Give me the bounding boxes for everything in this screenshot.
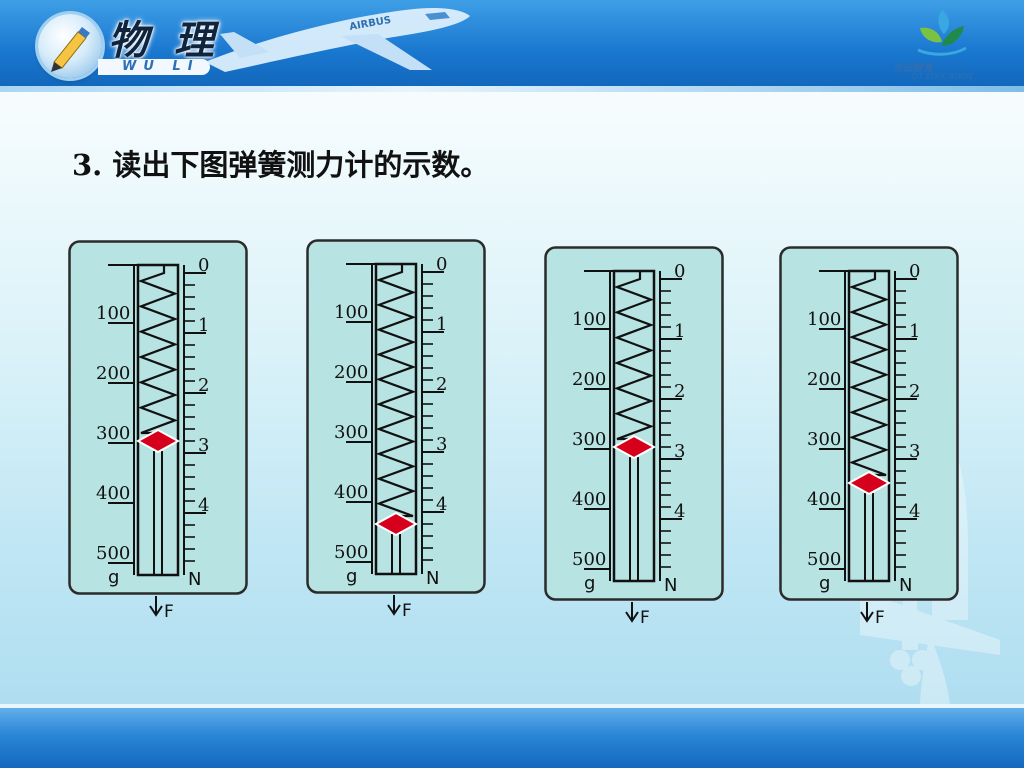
subject-pinyin: WU LI [122,59,200,74]
gram-unit-label: g [346,566,357,587]
gram-tick-label: 200 [334,362,368,383]
spring-tube [136,263,180,577]
pointer-marker [846,470,892,496]
spring-tube [374,262,418,576]
newton-tick-label: 1 [198,315,209,336]
gram-unit-label: g [584,573,595,594]
force-label: F [402,601,412,621]
newton-tick-label: 0 [436,254,447,275]
gram-tick-label: 200 [807,369,841,390]
brand-logo-icon [917,10,967,56]
gram-tick-label: 500 [96,543,130,564]
force-label: F [640,608,650,628]
gram-tick-label: 400 [334,482,368,503]
newton-tick-label: 3 [436,434,447,455]
spring-scale-2: 0 1 2 3 4 100 200 300 400 500 g NF [306,239,486,621]
airplane-icon: AIRBUS [205,8,470,72]
newton-tick-label: 4 [674,501,685,522]
newton-tick-label: 2 [909,381,920,402]
force-label: F [164,602,174,622]
scale-body [544,246,724,601]
force-arrow-head [860,611,874,623]
newton-tick-label: 4 [436,494,447,515]
gram-tick-label: 300 [807,429,841,450]
question-body: 读出下图弹簧测力计的示数。 [112,148,490,182]
newton-tick-label: 3 [674,441,685,462]
gram-tick-label: 100 [96,303,130,324]
newton-tick-label: 2 [198,375,209,396]
force-arrow-head [149,605,163,617]
scale-body [68,240,248,595]
spring-coil [137,265,179,435]
subject-title: 物 理 [108,17,220,64]
gram-tick-label: 300 [334,422,368,443]
newton-tick-label: 4 [909,501,920,522]
gram-tick-label: 500 [572,549,606,570]
scale-body [306,239,486,594]
pointer-marker [611,434,657,460]
gram-tick-label: 200 [96,363,130,384]
newton-tick-label: 1 [674,321,685,342]
spring-coil [375,264,417,518]
subject-pinyin-bar [98,59,210,75]
gram-tick-label: 200 [572,369,606,390]
newton-tick-label: 1 [909,321,920,342]
newton-tick-label: 0 [674,261,685,282]
header-stripe [0,86,1024,92]
gram-tick-label: 300 [572,429,606,450]
brand-name-en: DT EDUCATION [912,72,973,81]
spring-coil [613,271,655,441]
spring-tube [847,269,891,583]
newton-tick-label: 0 [909,261,920,282]
header-banner: AIRBUS 物 理 WU LI 东田教育 DT EDUCATION [0,0,1024,92]
newton-unit-label: N [426,568,439,589]
gram-unit-label: g [108,567,119,588]
gram-tick-label: 400 [807,489,841,510]
newton-tick-label: 3 [909,441,920,462]
spring-scale-4: 0 1 2 3 4 100 200 300 400 500 g NF [779,246,959,628]
pointer-marker [373,511,419,537]
spring-scale-3: 0 1 2 3 4 100 200 300 400 500 g NF [544,246,724,628]
question-number: 3. [72,148,103,182]
gram-tick-label: 400 [96,483,130,504]
spring-tube [612,269,656,583]
gram-tick-label: 500 [334,542,368,563]
spring-scale-1: 0 1 2 3 4 100 200 300 400 500 g NF [68,240,248,622]
newton-tick-label: 2 [674,381,685,402]
pointer-marker [135,428,181,454]
footer-bar [0,708,1024,768]
gram-tick-label: 500 [807,549,841,570]
force-arrow-head [625,611,639,623]
newton-tick-label: 1 [436,314,447,335]
footer-divider [0,704,1024,708]
spring-coil [848,271,890,477]
brand-name: 东田教育 [893,63,933,74]
newton-unit-label: N [899,575,912,596]
newton-tick-label: 3 [198,435,209,456]
force-label: F [875,608,885,628]
newton-tick-label: 4 [198,495,209,516]
gram-tick-label: 100 [572,309,606,330]
force-arrow-head [387,604,401,616]
scale-body [779,246,959,601]
newton-tick-label: 2 [436,374,447,395]
gram-tick-label: 100 [334,302,368,323]
gram-tick-label: 400 [572,489,606,510]
newton-tick-label: 0 [198,255,209,276]
gram-tick-label: 100 [807,309,841,330]
newton-unit-label: N [664,575,677,596]
question-text: 3. 读出下图弹簧测力计的示数。 [72,142,489,184]
pen-logo-icon [38,14,102,78]
newton-unit-label: N [188,569,201,590]
gram-tick-label: 300 [96,423,130,444]
gram-unit-label: g [819,573,830,594]
